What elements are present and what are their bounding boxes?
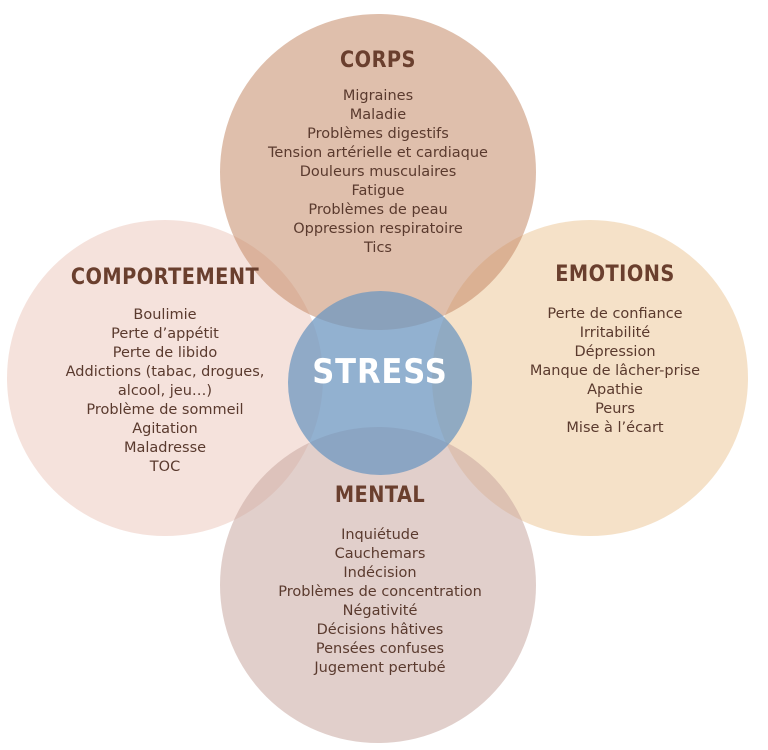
list-item: Inquiétude bbox=[341, 527, 419, 543]
circle-stress bbox=[288, 291, 472, 475]
list-item: Irritabilité bbox=[579, 325, 651, 341]
list-item: Douleurs musculaires bbox=[299, 164, 457, 180]
list-item: Oppression respiratoire bbox=[293, 221, 463, 237]
mental-title: MENTAL bbox=[334, 483, 426, 508]
corps-group: CORPS Migraines Maladie Problèmes digest… bbox=[228, 48, 528, 258]
list-item: Agitation bbox=[132, 421, 198, 437]
list-item: Pensées confuses bbox=[315, 641, 445, 657]
circle-corps bbox=[220, 14, 536, 330]
emotions-group: EMOTIONS Perte de confiance Irritabilité… bbox=[475, 262, 755, 438]
list-item: Addictions (tabac, drogues, bbox=[65, 364, 265, 380]
mental-group: MENTAL Inquiétude Cauchemars Indécision … bbox=[240, 483, 520, 678]
emotions-list: Perte de confiance Irritabilité Dépressi… bbox=[475, 305, 755, 438]
list-item: Peurs bbox=[595, 401, 635, 417]
circle-mental bbox=[220, 427, 536, 743]
comportement-list: Boulimie Perte d’appétit Perte de libido… bbox=[30, 306, 300, 477]
list-item: Apathie bbox=[587, 382, 643, 398]
list-item: alcool, jeu…) bbox=[117, 383, 213, 399]
stress-label: STRESS bbox=[312, 352, 448, 392]
circle-emotions bbox=[432, 220, 748, 536]
list-item: Perte de confiance bbox=[547, 306, 683, 322]
list-item: Négativité bbox=[342, 603, 418, 619]
list-item: Perte d’appétit bbox=[111, 326, 219, 342]
list-item: Tension artérielle et cardiaque bbox=[268, 145, 488, 161]
list-item: Fatigue bbox=[351, 183, 405, 199]
comportement-group: COMPORTEMENT Boulimie Perte d’appétit Pe… bbox=[30, 265, 300, 477]
emotions-title: EMOTIONS bbox=[555, 262, 675, 287]
comportement-title: COMPORTEMENT bbox=[70, 265, 260, 290]
list-item: Dépression bbox=[574, 344, 656, 360]
list-item: Perte de libido bbox=[112, 345, 218, 361]
corps-title: CORPS bbox=[340, 48, 416, 73]
list-item: Problèmes de concentration bbox=[278, 584, 482, 600]
list-item: Maladresse bbox=[123, 440, 207, 456]
list-item: Mise à l’écart bbox=[566, 420, 664, 436]
list-item: Migraines bbox=[342, 88, 414, 104]
list-item: Maladie bbox=[349, 107, 407, 123]
list-item: TOC bbox=[149, 459, 181, 475]
list-item: Boulimie bbox=[133, 307, 197, 323]
list-item: Décisions hâtives bbox=[316, 622, 444, 638]
mental-list: Inquiétude Cauchemars Indécision Problèm… bbox=[240, 526, 520, 678]
circle-comportement bbox=[7, 220, 323, 536]
list-item: Problèmes de peau bbox=[308, 202, 448, 218]
list-item: Jugement pertubé bbox=[314, 660, 446, 676]
list-item: Indécision bbox=[343, 565, 417, 581]
list-item: Tics bbox=[364, 240, 392, 256]
list-item: Manque de lâcher-prise bbox=[529, 363, 701, 379]
list-item: Cauchemars bbox=[334, 546, 426, 562]
list-item: Problèmes digestifs bbox=[307, 126, 449, 142]
corps-list: Migraines Maladie Problèmes digestifs Te… bbox=[228, 87, 528, 258]
list-item: Problème de sommeil bbox=[86, 402, 244, 418]
